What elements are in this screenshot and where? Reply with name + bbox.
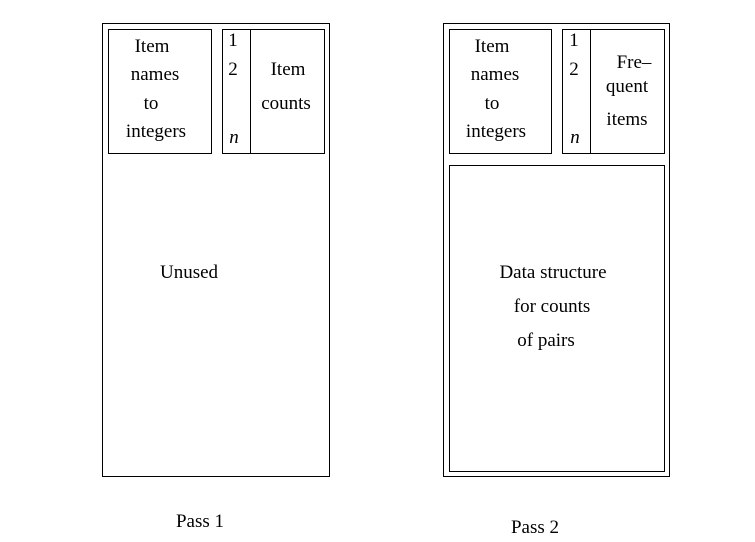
pass1-counts-table <box>250 29 325 154</box>
pass1-counts-line-2: counts <box>261 93 311 114</box>
pass2-mapping-line-3: to <box>484 93 500 114</box>
pass2-mapping-line-1: Item <box>474 36 510 57</box>
pass2-frequent-line-1: Fre– <box>616 52 652 73</box>
pass1-counts-line-1: Item <box>270 59 306 80</box>
pass2-caption: Pass 2 <box>510 517 560 538</box>
pass1-index-2: 2 <box>228 59 238 80</box>
pass2-pairs-line-2: for counts <box>513 296 591 317</box>
pass2-index-2: 2 <box>569 59 579 80</box>
pass1-index-n: n <box>229 127 239 148</box>
pass1-index-1: 1 <box>228 30 238 51</box>
pass2-index-n: n <box>570 127 580 148</box>
pass2-pairs-line-3: of pairs <box>517 330 575 351</box>
pass1-mapping-line-4: integers <box>125 121 187 142</box>
pass2-frequent-table <box>590 29 665 154</box>
pass1-mapping-table <box>108 29 212 154</box>
pass1-unused-label: Unused <box>159 262 219 283</box>
pass1-caption: Pass 1 <box>175 511 225 532</box>
pass1-memory <box>102 23 330 477</box>
pass2-mapping-line-4: integers <box>465 121 527 142</box>
pass2-frequent-line-3: items <box>606 109 648 130</box>
pass2-pairs-line-1: Data structure <box>499 262 607 283</box>
pass2-pairs-structure <box>449 165 665 472</box>
pass2-memory <box>443 23 670 477</box>
pass2-frequent-line-2: quent <box>605 76 649 97</box>
pass2-mapping-table <box>449 29 552 154</box>
pass2-mapping-line-2: names <box>470 64 520 85</box>
pass2-index-1: 1 <box>569 30 579 51</box>
pass1-mapping-line-1: Item <box>134 36 170 57</box>
pass1-mapping-line-3: to <box>143 93 159 114</box>
pass1-mapping-line-2: names <box>130 64 180 85</box>
